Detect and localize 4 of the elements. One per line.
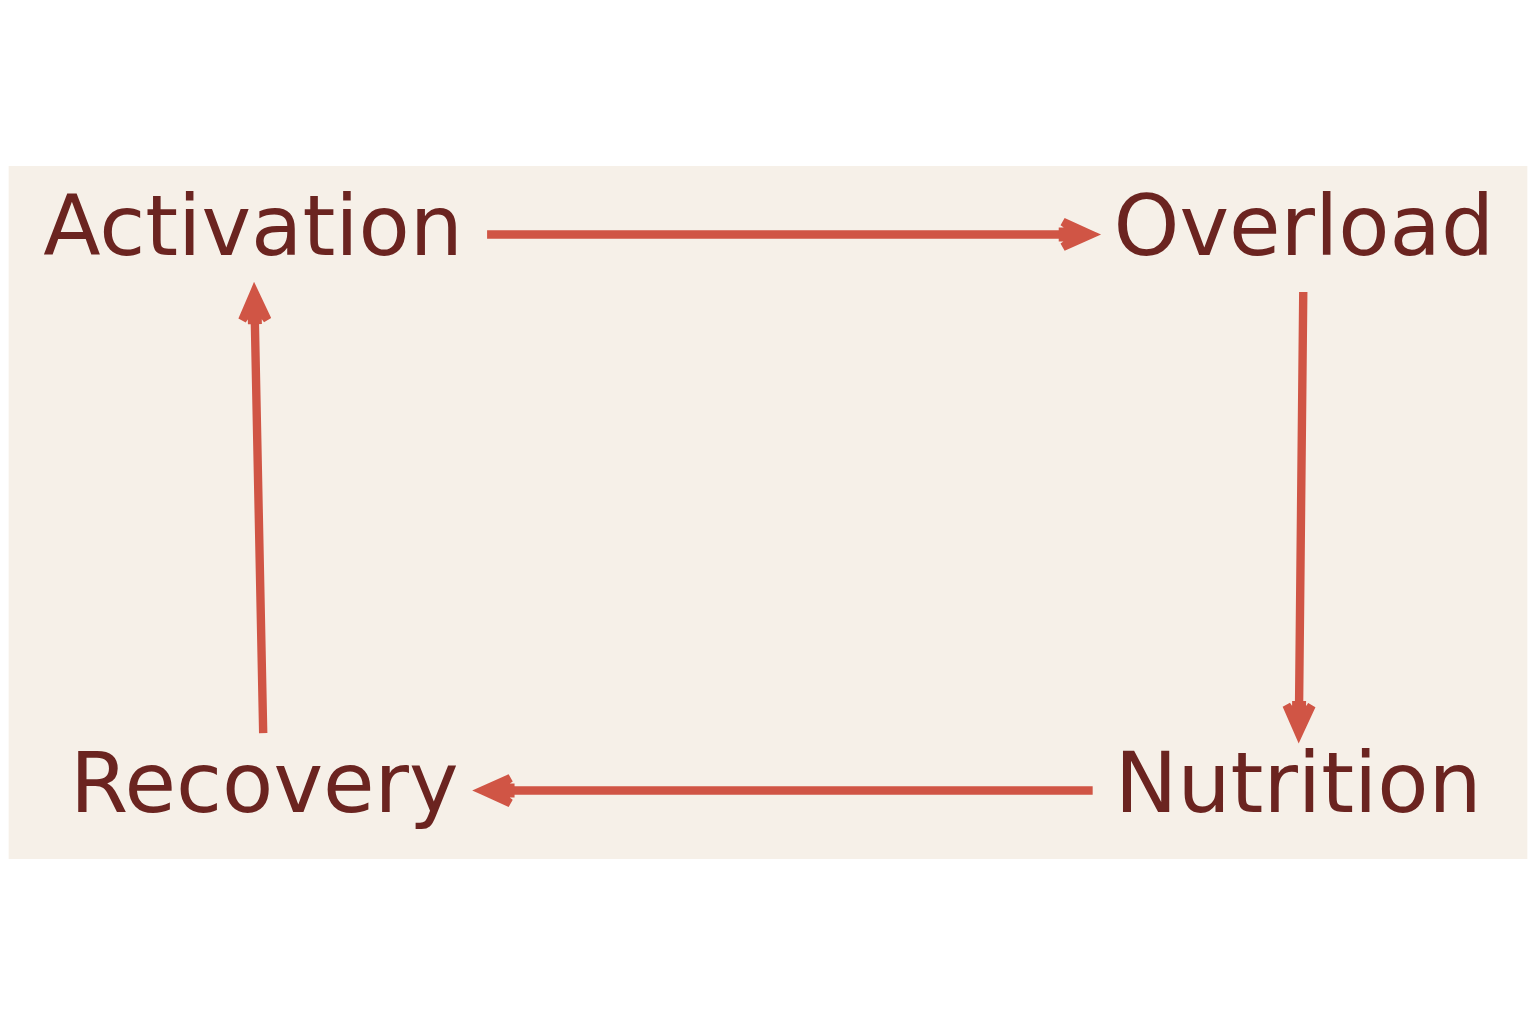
node-text: Nutrition [1114, 733, 1482, 831]
node-text: Recovery [69, 733, 459, 831]
node-text: Activation [43, 176, 463, 275]
node-text: Overload [1113, 176, 1495, 275]
